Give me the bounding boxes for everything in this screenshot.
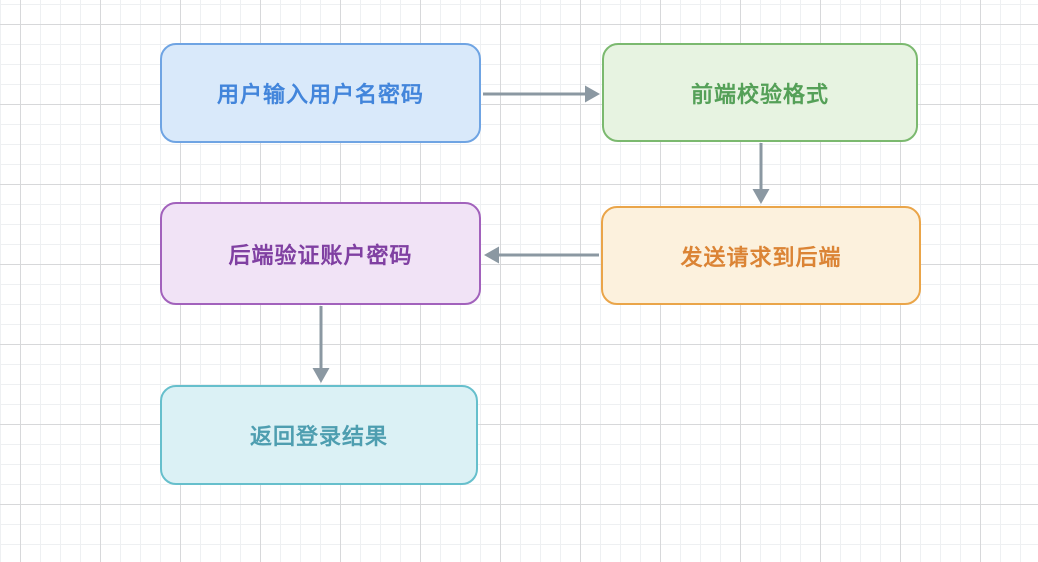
- flow-node-label: 返回登录结果: [249, 424, 388, 449]
- arrowhead-icon: [752, 189, 770, 204]
- flow-node-label: 前端校验格式: [690, 81, 829, 107]
- flow-arrow-backend-verify-to-return-result[interactable]: [312, 306, 330, 383]
- arrowhead-icon: [312, 368, 330, 383]
- flow-node-frontend-validate[interactable]: 前端校验格式: [602, 43, 918, 142]
- flow-node-user-input[interactable]: 用户输入用户名密码: [160, 43, 481, 143]
- flow-node-backend-verify[interactable]: 后端验证账户密码: [160, 202, 481, 305]
- flow-node-label: 用户输入用户名密码: [216, 82, 424, 107]
- flow-node-label: 发送请求到后端: [680, 244, 842, 270]
- flow-arrow-send-request-to-backend-verify[interactable]: [484, 246, 599, 264]
- arrowhead-icon: [484, 246, 499, 264]
- flow-arrow-frontend-validate-to-send-request[interactable]: [752, 143, 770, 204]
- arrowhead-icon: [585, 85, 600, 103]
- flow-node-label: 后端验证账户密码: [228, 242, 413, 268]
- flow-arrow-user-input-to-frontend-validate[interactable]: [483, 85, 600, 103]
- flow-node-send-request[interactable]: 发送请求到后端: [601, 206, 921, 305]
- flow-node-return-result[interactable]: 返回登录结果: [160, 385, 478, 485]
